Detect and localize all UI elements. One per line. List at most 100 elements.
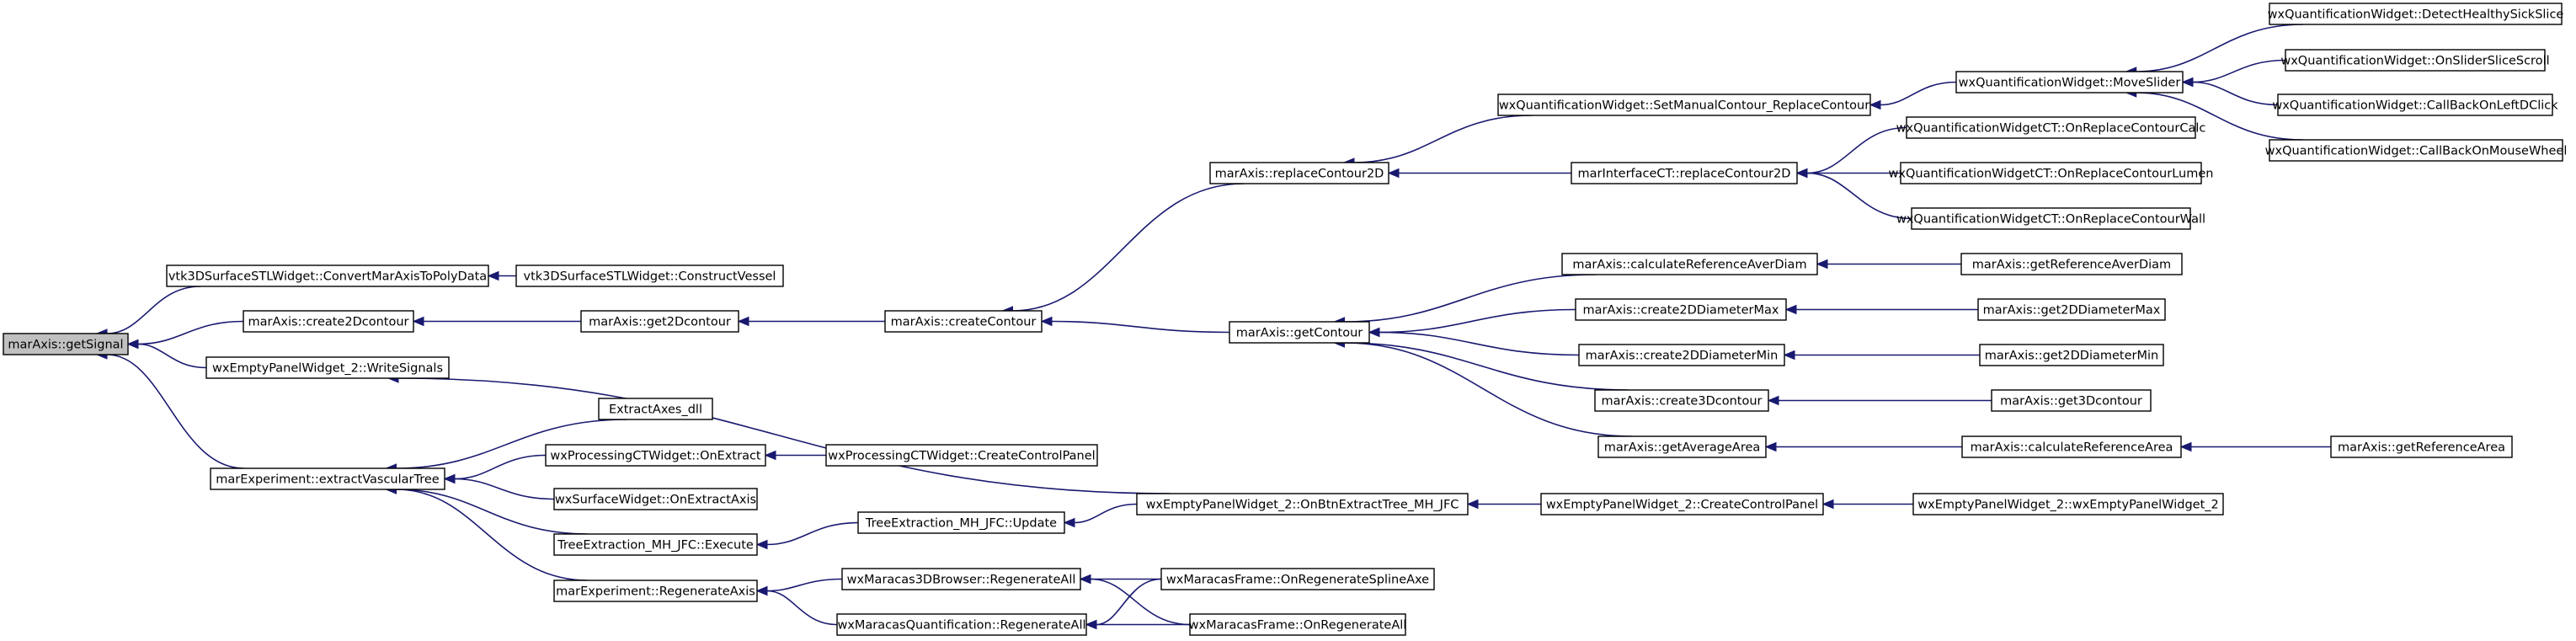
node-get2DDiameterMax[interactable]: marAxis::get2DDiameterMax	[1977, 298, 2166, 321]
node-getReferenceAverDiam[interactable]: marAxis::getReferenceAverDiam	[1960, 253, 2183, 275]
node-OnExtractAxis[interactable]: wxSurfaceWidget::OnExtractAxis	[553, 488, 758, 510]
node-create2Dcontour[interactable]: marAxis::create2Dcontour	[243, 310, 414, 333]
node-marAxis-getSignal[interactable]: marAxis::getSignal	[3, 333, 129, 355]
node-wxMaracas3DBrowser-RegenerateAll[interactable]: wxMaracas3DBrowser::RegenerateAll	[841, 568, 1081, 590]
node-label: marAxis::create2Dcontour	[248, 316, 409, 329]
arrowhead-icon	[412, 316, 424, 327]
node-ConstructVessel[interactable]: vtk3DSurfaceSTLWidget::ConstructVessel	[515, 264, 784, 287]
node-get3Dcontour[interactable]: marAxis::get3Dcontour	[1991, 389, 2152, 412]
edge-n9-to-n8	[2125, 24, 2304, 77]
node-label: marAxis::getReferenceArea	[2338, 441, 2505, 455]
arrowhead-icon	[1387, 168, 1400, 179]
edge-line	[766, 521, 859, 546]
edge-line	[1074, 503, 1138, 524]
node-label: wxMaracasFrame::OnRegenerateSplineAxe	[1166, 574, 1429, 587]
node-label: marAxis::calculateReferenceArea	[1971, 441, 2173, 455]
node-get2Dcontour[interactable]: marAxis::get2Dcontour	[580, 310, 739, 333]
node-ConvertMarAxisToPolyData[interactable]: vtk3DSurfaceSTLWidget::ConvertMarAxisToP…	[166, 264, 489, 287]
node-CallBackOnMouseWheel[interactable]: wxQuantificationWidget::CallBackOnMouseW…	[2265, 139, 2568, 162]
node-label: TreeExtraction_MH_JFC::Update	[865, 517, 1057, 531]
edge-n19-to-n18	[1816, 259, 1961, 270]
node-create2DDiameterMax[interactable]: marAxis::create2DDiameterMax	[1575, 298, 1787, 321]
arrowhead-icon	[1063, 517, 1075, 528]
edge-line	[1353, 115, 1533, 163]
edge-line	[454, 478, 555, 500]
node-OnReplaceContourCalc[interactable]: wxQuantificationWidgetCT::OnReplaceConto…	[1896, 116, 2206, 139]
node-ExtractAxes_dll[interactable]: ExtractAxes_dll	[598, 398, 713, 420]
node-TreeExtraction-Execute[interactable]: TreeExtraction_MH_JFC::Execute	[553, 533, 758, 556]
node-OnBtnExtractTree_MH_JFC[interactable]: wxEmptyPanelWidget_2::OnBtnExtractTree_M…	[1136, 493, 1469, 515]
node-label: marAxis::get2DDiameterMin	[1985, 350, 2158, 363]
edge-line	[1379, 331, 1580, 356]
node-label: marAxis::calculateReferenceAverDiam	[1572, 259, 1806, 272]
node-OnReplaceContourLumen[interactable]: wxQuantificationWidgetCT::OnReplaceConto…	[1889, 162, 2214, 184]
edge-n36-to-n35	[764, 450, 826, 461]
node-wxEmptyPanelWidget_2-constructor[interactable]: wxEmptyPanelWidget_2::wxEmptyPanelWidget…	[1912, 493, 2224, 515]
node-label: wxMaracasFrame::OnRegenerateAll	[1189, 619, 1407, 633]
arrowhead-icon	[755, 539, 768, 550]
node-replaceContour2D[interactable]: marAxis::replaceContour2D	[1209, 162, 1389, 184]
node-wxMaracasQuantification-RegenerateAll[interactable]: wxMaracasQuantification::RegenerateAll	[836, 613, 1087, 636]
edge-n16-to-n13	[1795, 168, 1912, 220]
arrowhead-icon	[1368, 327, 1380, 338]
node-label: wxMaracasQuantification::RegenerateAll	[837, 619, 1085, 633]
node-OnRegenerateAll[interactable]: wxMaracasFrame::OnRegenerateAll	[1189, 613, 1407, 636]
node-label: TreeExtraction_MH_JFC::Execute	[557, 539, 754, 553]
edge-line	[106, 354, 245, 469]
node-wxEmptyPanelWidget_2-CreateControlPanel[interactable]: wxEmptyPanelWidget_2::CreateControlPanel	[1540, 493, 1824, 515]
arrowhead-icon	[487, 270, 499, 281]
node-create3Dcontour[interactable]: marAxis::create3Dcontour	[1594, 389, 1769, 412]
edge-n37-to-n33	[443, 473, 555, 500]
edge-line	[2192, 81, 2279, 106]
edge-line	[1880, 81, 1957, 106]
edge-n42-to-n43	[1085, 578, 1162, 630]
node-marInterfaceCT-replaceContour2D[interactable]: marInterfaceCT::replaceContour2D	[1571, 162, 1798, 184]
node-RegenerateAxis[interactable]: marExperiment::RegenerateAxis	[553, 580, 758, 602]
edge-n17-to-n5	[1040, 316, 1230, 334]
node-label: wxQuantificationWidget::DetectHealthySic…	[2268, 8, 2564, 22]
node-CallBackOnLeftDClick[interactable]: wxQuantificationWidget::CallBackOnLeftDC…	[2272, 93, 2558, 116]
node-WriteSignals[interactable]: wxEmptyPanelWidget_2::WriteSignals	[205, 356, 450, 379]
edge-layer	[95, 24, 2332, 630]
node-label: wxEmptyPanelWidget_2::OnBtnExtractTree_M…	[1146, 499, 1459, 512]
node-OnSliderSliceScroll[interactable]: wxQuantificationWidget::OnSliderSliceScr…	[2280, 49, 2550, 72]
node-get2DDiameterMin[interactable]: marAxis::get2DDiameterMin	[1979, 344, 2164, 366]
node-label: marAxis::create2DDiameterMax	[1583, 304, 1779, 318]
node-TreeExtraction-Update[interactable]: TreeExtraction_MH_JFC::Update	[857, 511, 1065, 534]
node-calculateReferenceAverDiam[interactable]: marAxis::calculateReferenceAverDiam	[1561, 253, 1818, 275]
arrowhead-icon	[443, 473, 456, 484]
arrowhead-icon	[1784, 304, 1797, 315]
node-label: marAxis::create3Dcontour	[1602, 395, 1763, 409]
arrowhead-icon	[126, 339, 139, 350]
node-getContour[interactable]: marAxis::getContour	[1229, 321, 1370, 344]
edge-n32-to-n31	[1821, 499, 1913, 510]
node-label: marAxis::get2DDiameterMax	[1983, 304, 2161, 318]
node-label: wxQuantificationWidgetCT::OnReplaceConto…	[1896, 122, 2206, 136]
node-SetManualContour_ReplaceContour[interactable]: wxQuantificationWidget::SetManualContour…	[1497, 93, 1871, 116]
node-MoveSlider[interactable]: wxQuantificationWidget::MoveSlider	[1955, 71, 2184, 93]
arrowhead-icon	[1040, 316, 1053, 327]
edge-n8-to-n7	[1869, 81, 1957, 110]
edge-line	[1806, 126, 1907, 174]
node-label: marExperiment::RegenerateAxis	[556, 585, 755, 599]
node-getReferenceArea[interactable]: marAxis::getReferenceArea	[2330, 435, 2513, 458]
node-createContour[interactable]: marAxis::createContour	[884, 310, 1043, 333]
edge-n27-to-n26	[1764, 441, 1963, 452]
node-create2DDiameterMin[interactable]: marAxis::create2DDiameterMin	[1578, 344, 1785, 366]
node-layer: marAxis::getSignal vtk3DSurfaceSTLWidget…	[3, 3, 2568, 636]
arrowhead-icon	[1783, 350, 1795, 361]
arrowhead-icon	[1795, 168, 1808, 179]
edge-line	[137, 320, 244, 345]
node-getAverageArea[interactable]: marAxis::getAverageArea	[1597, 435, 1767, 458]
node-OnRegenerateSplineAxe[interactable]: wxMaracasFrame::OnRegenerateSplineAxe	[1160, 568, 1435, 590]
edge-line	[396, 419, 627, 469]
node-label: wxMaracas3DBrowser::RegenerateAll	[847, 574, 1076, 587]
node-DetectHealthySickSlice[interactable]: wxQuantificationWidget::DetectHealthySic…	[2268, 3, 2564, 25]
node-OnReplaceContourWall[interactable]: wxQuantificationWidgetCT::OnReplaceConto…	[1896, 207, 2205, 230]
node-wxProcessingCTWidget-CreateControlPanel[interactable]: wxProcessingCTWidget::CreateControlPanel	[825, 444, 1098, 467]
node-label: vtk3DSurfaceSTLWidget::ConvertMarAxisToP…	[168, 270, 487, 284]
node-calculateReferenceArea[interactable]: marAxis::calculateReferenceArea	[1961, 435, 2182, 458]
node-label: marAxis::getSignal	[8, 339, 123, 352]
node-wxProcessingCTWidget-OnExtract[interactable]: wxProcessingCTWidget::OnExtract	[545, 444, 766, 467]
node-extractVascularTree[interactable]: marExperiment::extractVascularTree	[210, 467, 445, 490]
